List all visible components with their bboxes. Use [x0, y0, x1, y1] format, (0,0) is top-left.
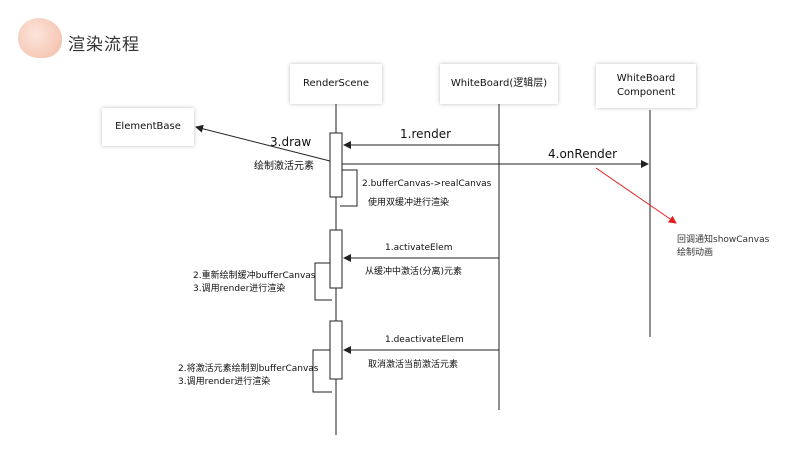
- label-activate-self-2: 3.调用render进行渲染: [193, 284, 286, 294]
- page-title: 渲染流程: [68, 35, 140, 55]
- annotation-line-2: 绘制动画: [677, 248, 714, 258]
- label-activate-note: 从缓冲中激活(分离)元素: [365, 267, 463, 277]
- arrow-activate-self: [314, 262, 332, 301]
- logo-blob: [18, 18, 62, 58]
- activation-box-activate: [329, 229, 343, 289]
- label-on-render: 4.onRender: [548, 147, 618, 161]
- label-deactivate: 1.deactivateElem: [385, 335, 464, 345]
- label-deactivate-self-1: 2.将激活元素绘制到bufferCanvas: [178, 364, 319, 374]
- arrow-deactivate-self: [312, 349, 332, 393]
- arrow-draw: [195, 124, 331, 162]
- label-render: 1.render: [400, 127, 452, 141]
- annotation-line-1: 回调通知showCanvas: [677, 235, 770, 245]
- label-activate: 1.activateElem: [385, 243, 453, 253]
- label-activate-self-1: 2.重新绘制缓冲bufferCanvas: [193, 271, 316, 281]
- activation-box-render: [329, 132, 343, 198]
- label-deactivate-self-2: 3.调用render进行渲染: [178, 377, 271, 387]
- activation-box-deactivate: [329, 320, 343, 380]
- label-draw-note: 绘制激活元素: [254, 161, 314, 172]
- label-buffer-to-real: 2.bufferCanvas->realCanvas: [362, 179, 492, 189]
- annotation-arrow: [595, 167, 677, 224]
- label-deactivate-note: 取消激活当前激活元素: [368, 360, 459, 370]
- label-draw: 3.draw: [270, 135, 312, 149]
- participant-whiteboard: WhiteBoard(逻辑层): [440, 64, 558, 104]
- participant-elementbase: ElementBase: [102, 108, 194, 146]
- label-buffer-note: 使用双缓冲进行渲染: [368, 198, 450, 208]
- participant-renderscene: RenderScene: [290, 64, 382, 104]
- participant-whiteboard-component: WhiteBoard Component: [596, 64, 696, 108]
- arrow-buffer-self: [340, 169, 358, 207]
